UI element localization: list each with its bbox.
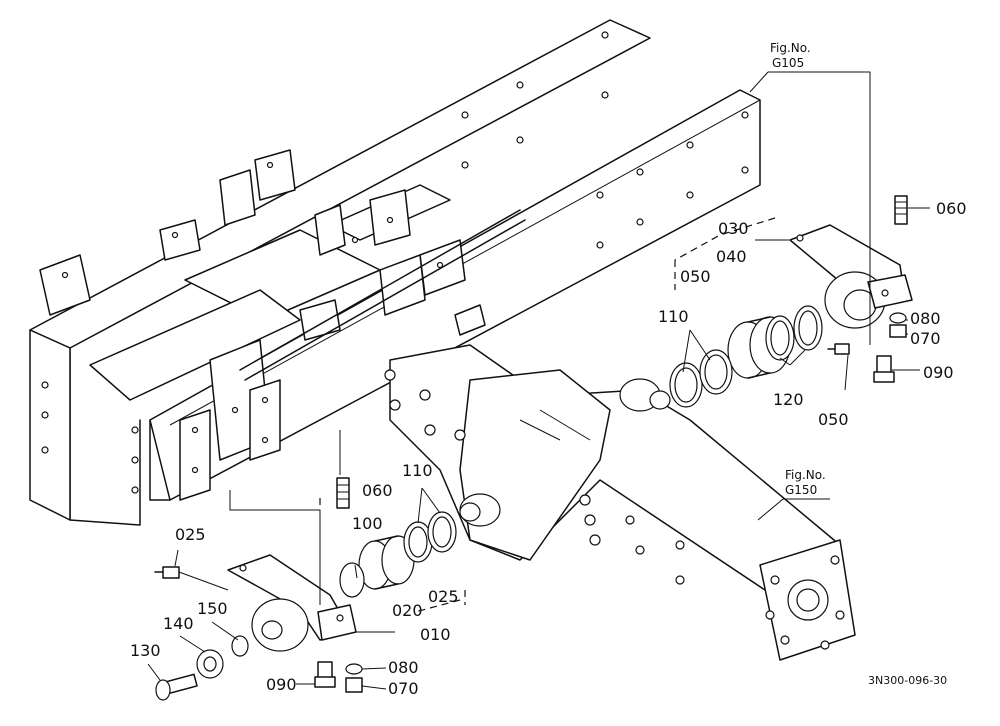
callout-130: 130 [130, 641, 161, 660]
callout-090-bot: 090 [266, 675, 297, 694]
fig-ref-g105-line2: G105 [772, 56, 804, 70]
callout-040: 040 [716, 247, 747, 266]
drawing-code: 3N300-096-30 [868, 674, 947, 687]
callout-020: 020 [392, 601, 423, 620]
callout-060-bot: 060 [362, 481, 393, 500]
callout-100: 100 [352, 514, 383, 533]
frame-assembly [29, 19, 761, 526]
fig-ref-g150-line1: Fig.No. [785, 468, 826, 482]
callout-060-top: 060 [936, 199, 967, 218]
rear-bracket-assembly [669, 71, 930, 408]
callout-070-top: 070 [910, 329, 941, 348]
callout-110-top: 110 [658, 307, 689, 326]
front-axle-housing [384, 344, 856, 661]
callout-025-left: 025 [175, 525, 206, 544]
callout-050-mid: 050 [818, 410, 849, 429]
fig-ref-g150-line2: G150 [785, 483, 817, 497]
callout-070-bot: 070 [388, 679, 419, 698]
callout-140: 140 [163, 614, 194, 633]
callout-080-bot: 080 [388, 658, 419, 677]
callout-090-top: 090 [923, 363, 954, 382]
callout-150: 150 [197, 599, 228, 618]
fig-ref-g105-line1: Fig.No. [770, 41, 811, 55]
fig-ref-g150[interactable]: Fig.No. G150 [757, 468, 830, 521]
callout-010: 010 [420, 625, 451, 644]
fig-ref-g105[interactable]: Fig.No. G105 [749, 41, 815, 93]
callout-050-top: 050 [680, 267, 711, 286]
callout-030: 030 [718, 219, 749, 238]
front-bracket-assembly [154, 430, 466, 701]
callout-080-top: 080 [910, 309, 941, 328]
callout-025-right: 025 [428, 587, 459, 606]
callout-120: 120 [773, 390, 804, 409]
callout-labels: 060 030 050 040 110 080 070 090 120 050 … [130, 199, 967, 698]
callout-110-bot: 110 [402, 461, 433, 480]
